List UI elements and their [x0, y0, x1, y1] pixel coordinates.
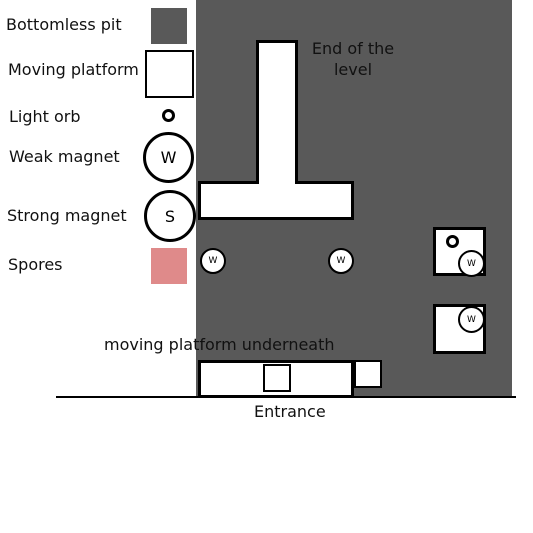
legend-spores-label: Spores: [8, 255, 63, 274]
weak-magnet-letter: W: [160, 148, 177, 167]
legend-strong-magnet-icon: S: [144, 190, 196, 242]
legend-bottomless-pit-label: Bottomless pit: [6, 15, 122, 34]
legend-weak-magnet-label: Weak magnet: [9, 147, 120, 166]
weak-magnet-middle: W: [328, 248, 354, 274]
t-platform-bar: [198, 181, 354, 220]
end-of-level-label: End of the level: [311, 39, 395, 79]
weak-magnet-right-lower-letter: W: [467, 314, 476, 325]
weak-magnet-left-letter: W: [208, 256, 218, 266]
legend-light-orb-label: Light orb: [9, 107, 81, 126]
t-platform-stem: [256, 40, 298, 185]
legend-light-orb-icon: [162, 109, 175, 122]
weak-magnet-right-upper: W: [458, 250, 485, 277]
weak-magnet-left: W: [200, 248, 226, 274]
t-platform-joint: [259, 178, 295, 186]
legend-bottomless-pit-swatch: [151, 8, 187, 44]
legend-strong-magnet-label: Strong magnet: [7, 206, 127, 225]
entrance-label: Entrance: [254, 402, 326, 421]
moving-platform-underneath: [263, 364, 291, 392]
light-orb-right: [446, 235, 459, 248]
weak-magnet-right-lower: W: [458, 306, 485, 333]
weak-magnet-middle-letter: W: [336, 256, 346, 266]
moving-platform-small: [354, 360, 382, 388]
strong-magnet-letter: S: [164, 206, 176, 226]
legend-weak-magnet-icon: W: [143, 132, 194, 183]
weak-magnet-right-upper-letter: W: [467, 258, 476, 269]
legend-spores-swatch: [151, 248, 187, 284]
legend-moving-platform-label: Moving platform: [8, 60, 139, 79]
moving-platform-underneath-label: moving platform underneath: [104, 335, 335, 354]
ground-line: [56, 396, 516, 398]
legend-moving-platform-swatch: [145, 50, 194, 98]
